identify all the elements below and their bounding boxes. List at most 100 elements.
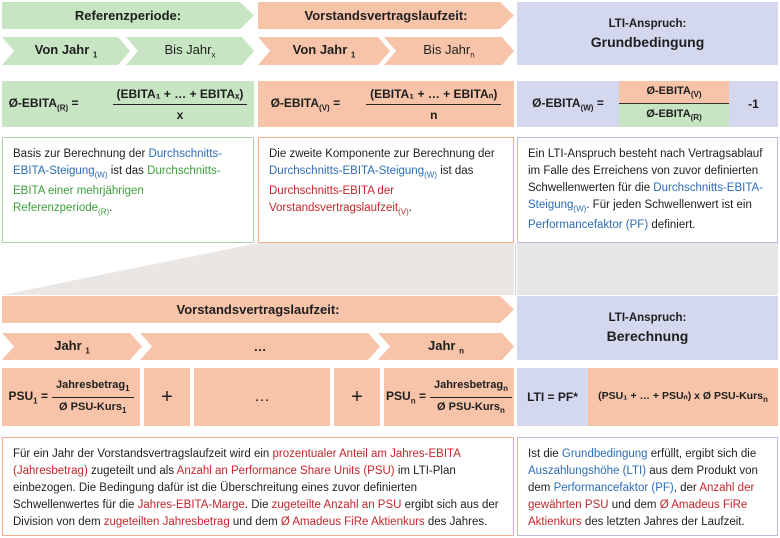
lti-formula-sub: n [763, 395, 768, 405]
text-segment: zugeteilt und als [87, 465, 177, 477]
plus-box-2: + [334, 368, 380, 426]
ebita-w-lhs-sub: (W) [580, 103, 594, 113]
text-segment: des letzten Jahres der Laufzeit. [581, 516, 745, 528]
text-segment: Durchschnitts-EBITA-Steigung [13, 148, 223, 177]
ebita-w-denominator-sub: (R) [690, 113, 702, 123]
text-segment: (V) [398, 207, 409, 217]
text-segment: (R) [98, 207, 110, 217]
text-segment: , der [673, 482, 700, 494]
bis-jahr-x-sub: x [211, 50, 216, 60]
ebita-r-denominator: x [176, 107, 184, 122]
text-segment: zugeteilten Jahresbetrag [103, 516, 230, 528]
bis-jahr-n-label: Bis Jahr [423, 42, 471, 58]
lti-berechnung-small: LTI-Anspruch: [608, 312, 687, 324]
desc-psu-zuteilung: Für ein Jahr der Vorstandsvertragslaufze… [2, 437, 514, 536]
text-segment: und dem [229, 516, 281, 528]
lti-equals-text: LTI = PF* [527, 390, 578, 404]
ebita-v-formula: Ø-EBITA(V) = (EBITA₁ + … + EBITAₙ) n [258, 81, 514, 127]
ebita-r-lhs-sub: (R) [57, 103, 69, 113]
psu-n-numerator-sub: n [503, 384, 508, 394]
referenzperiode-label: Referenzperiode: [74, 8, 182, 23]
psu-1-denominator: Ø PSU-Kurs [59, 400, 122, 413]
text-segment: erfüllt, ergibt sich die [647, 448, 757, 460]
text-segment: Durchschnitts-EBITA-Steigung [528, 182, 763, 211]
text-segment: Basis zur Berechnung der [13, 148, 149, 160]
bis-jahr-x-label: Bis Jahr [164, 42, 212, 58]
psu-n-formula: PSUn = Jahresbetragn Ø PSU-Kursn [384, 368, 514, 426]
text-segment: Jahres-EBITA-Marge [137, 499, 245, 511]
von-jahr-1b-sub: 1 [350, 50, 356, 60]
von-jahr-1-chevron: Von Jahr 1 [2, 37, 130, 65]
text-segment: Für ein Jahr der Vorstandsvertragslaufze… [13, 448, 273, 460]
psu-n-numerator: Jahresbetrag [433, 379, 504, 392]
ebita-w-lhs-text: Ø-EBITA [532, 95, 581, 110]
ebita-w-lhs: Ø-EBITA(W) = [517, 81, 619, 127]
text-segment: ist das [437, 165, 474, 177]
text-segment: prozentualer Anteil am Jahres-EBITA (Jah… [13, 448, 461, 477]
bis-jahr-n-chevron: Bis Jahrn [384, 37, 514, 65]
psu-n-denominator: Ø PSU-Kurs [437, 400, 500, 413]
minus-one-text: -1 [748, 97, 759, 111]
text-segment: Ø Amadeus FiRe Aktienkurs [528, 499, 748, 528]
text-segment: Die zweite Komponente zur Berechnung der [269, 148, 495, 160]
ebita-r-formula: Ø-EBITA(R) = (EBITA₁ + … + EBITAₓ) x [2, 81, 254, 127]
psu-n-lhs-sub: n [410, 396, 416, 406]
vorstandslaufzeit-arrow-bottom: Vorstandsvertragslaufzeit: [2, 296, 514, 323]
plus-sign-1: + [161, 385, 173, 408]
lti-berechnung-big: Berechnung [606, 328, 689, 344]
psu-1-formula: PSU1 = Jahresbetrag1 Ø PSU-Kurs1 [2, 368, 140, 426]
text-segment: und dem [608, 499, 660, 511]
dots-chevron: … [140, 333, 380, 360]
desc-referenzperiode: Basis zur Berechnung der Durchschnitts-E… [2, 137, 254, 243]
text-segment: Grundbedingung [561, 448, 648, 460]
bis-jahr-n-sub: n [470, 50, 475, 60]
lti-grundbedingung-small: LTI-Anspruch: [608, 17, 687, 30]
text-segment: (W) [424, 170, 437, 180]
text-segment: Durchschnitts-EBITA einer mehrjährigen R… [13, 165, 221, 215]
von-jahr-1-sub: 1 [92, 50, 98, 60]
psu-1-denominator-sub: 1 [122, 405, 127, 415]
psu-n-equals: = [418, 388, 426, 403]
ebita-w-denominator: Ø-EBITA [646, 108, 691, 121]
plus-box-1: + [144, 368, 190, 426]
ebita-w-numerator: Ø-EBITA [646, 84, 691, 97]
ebita-r-equals: = [71, 95, 79, 110]
text-segment: . Für jeden Schwellenwert ist ein [586, 199, 752, 211]
ebita-v-lhs-sub: (V) [319, 103, 330, 113]
bis-jahr-x-chevron: Bis Jahrx [126, 37, 254, 65]
text-segment: Ist die [528, 448, 562, 460]
ebita-v-numerator: (EBITA₁ + … + EBITAₙ) [366, 87, 502, 105]
text-segment: Performancefaktor (PF) [553, 482, 674, 494]
text-segment: Auszahlungshöhe (LTI) [528, 465, 647, 477]
text-segment: Ein LTI-Anspruch besteht nach Vertragsab… [528, 148, 763, 194]
text-segment: (W) [573, 204, 587, 214]
jahr-1-chevron: Jahr 1 [2, 333, 142, 360]
jahr-n-label: Jahr [428, 337, 456, 353]
von-jahr-1b-chevron: Von Jahr 1 [258, 37, 390, 65]
text-segment: (W) [94, 170, 108, 180]
psu-1-numerator: Jahresbetrag [55, 379, 126, 392]
text-segment: Anzahl der gewährten PSU [528, 482, 755, 511]
jahr-n-chevron: Jahr n [378, 333, 514, 360]
psu-1-equals: = [40, 388, 48, 403]
text-segment: Ø Amadeus FiRe Aktienkurs [280, 516, 425, 528]
vorstandslaufzeit-arrow-top: Vorstandsvertragslaufzeit: [258, 2, 514, 29]
connector-salmon-fan [2, 243, 514, 295]
ebita-w-numerator-sub: (V) [690, 90, 702, 100]
desc-grundbedingung: Ein LTI-Anspruch besteht nach Vertragsab… [517, 137, 778, 243]
jahr-1-label: Jahr [54, 337, 82, 353]
vorstandslaufzeit-label-top: Vorstandsvertragslaufzeit: [304, 8, 468, 23]
ebita-r-numerator: (EBITA₁ + … + EBITAₓ) [112, 87, 248, 105]
connector-band [2, 243, 778, 295]
text-segment: Durchschnitts-EBITA der Vorstandsvertrag… [269, 185, 399, 215]
lti-grundbedingung-header: LTI-Anspruch: Grundbedingung [517, 2, 778, 65]
lti-grundbedingung-big: Grundbedingung [590, 33, 705, 50]
ebita-w-numerator-box: Ø-EBITA(V) [619, 81, 729, 104]
dots-label: … [253, 339, 267, 354]
text-segment: . Die [244, 499, 272, 511]
von-jahr-1-label: Von Jahr [34, 42, 90, 58]
text-segment: Anzahl an Performance Share Units (PSU) [176, 465, 395, 477]
text-segment: im LTI-Plan einbezogen. Die Bedingung da… [13, 465, 456, 511]
ebita-w-minus-one: -1 [729, 81, 778, 127]
ebita-r-lhs: Ø-EBITA [8, 95, 58, 110]
